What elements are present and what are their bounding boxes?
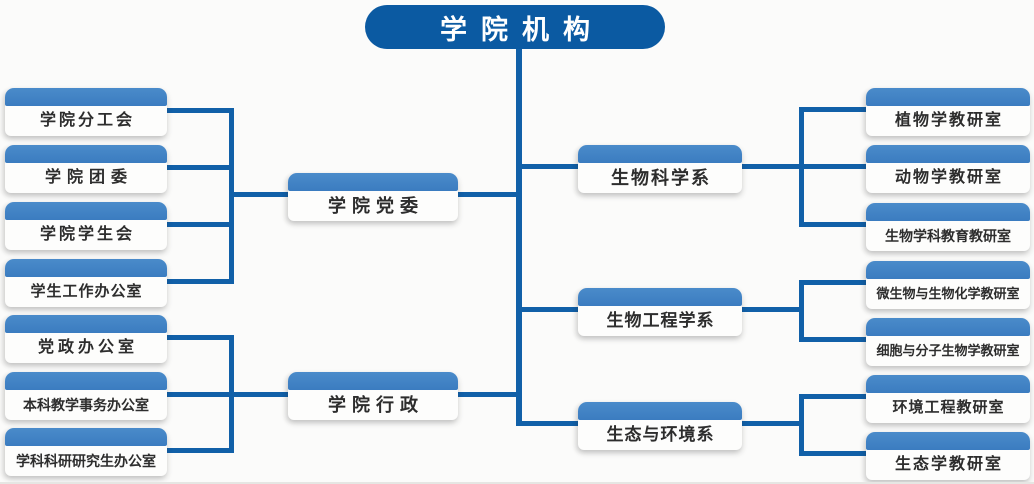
card-header-bar [866,261,1030,279]
card-header-bar [578,145,742,163]
leaf-node-student-affairs: 学生工作办公室 [5,259,167,307]
bracket-bio-engineering [799,280,804,342]
connector-research-office [164,448,234,453]
leaf-label: 本科教学事务办公室 [23,397,149,413]
leaf-node-teaching-office: 本科教学事务办公室 [5,372,167,420]
leaf-node-bio-education: 生物学科教育教研室 [866,203,1030,251]
branch-label: 生物科学系 [611,168,711,188]
branch-node-bio-science: 生物科学系 [578,145,742,193]
card-header-bar [288,372,458,390]
connector-zoology [799,164,868,169]
bracket-party [229,108,234,284]
card-header-bar [866,318,1030,336]
root-label: 学院机构 [440,14,604,45]
leaf-node-union: 学院分工会 [5,88,167,136]
branch-node-bio-engineering: 生物工程学系 [578,288,742,336]
leaf-label: 细胞与分子生物学教研室 [876,343,1020,358]
leaf-label: 环境工程教研室 [892,399,1005,416]
leaf-label: 学院学生会 [39,226,135,243]
leaf-node-env-engineering: 环境工程教研室 [866,375,1030,423]
leaf-label: 生物学科教育教研室 [885,228,1011,244]
branch-label: 学院行政 [328,395,424,415]
card-header-bar [5,428,167,446]
trunk-line [516,46,522,426]
leaf-label: 学生工作办公室 [30,283,143,300]
card-header-bar [578,402,742,420]
leaf-label: 微生物与生物化学教研室 [876,286,1020,301]
card-header-bar [5,259,167,277]
leaf-node-microbiology: 微生物与生物化学教研室 [866,261,1030,309]
leaf-node-research-office: 学科科研研究生办公室 [5,428,167,476]
root-node: 学院机构 [365,5,665,49]
leaf-node-ecology: 生态学教研室 [866,432,1030,480]
card-header-bar [5,145,167,163]
card-header-bar [866,145,1030,163]
leaf-node-zoology: 动物学教研室 [866,145,1030,193]
card-header-bar [866,432,1030,450]
connector-bio-education [799,222,868,227]
leaf-label: 学院分工会 [39,112,135,129]
card-header-bar [5,372,167,390]
leaf-node-student-union: 学院学生会 [5,202,167,250]
leaf-node-cell-biology: 细胞与分子生物学教研室 [866,318,1030,366]
leaf-label: 生态学教研室 [894,456,1003,473]
branch-label: 学院党委 [328,196,424,216]
leaf-label: 学科科研研究生办公室 [16,453,156,469]
leaf-label: 动物学教研室 [894,169,1003,186]
bracket-eco-environment [799,394,804,456]
connector-party-admin-office [164,335,234,340]
connector-union [164,108,234,113]
card-header-bar [578,288,742,306]
card-header-bar [866,203,1030,221]
card-header-bar [5,88,167,106]
connector-env-engineering [799,394,868,399]
leaf-node-party-admin-office: 党政办公室 [5,315,167,363]
connector-teaching-office [164,392,234,397]
card-header-bar [866,375,1030,393]
card-header-bar [5,202,167,220]
connector-student-union [164,222,234,227]
connector-cell-biology [799,337,868,342]
branch-node-eco-environment: 生态与环境系 [578,402,742,450]
connector-student-affairs [164,279,234,284]
branch-node-administration: 学院行政 [288,372,458,420]
connector-youth-league [164,165,234,170]
branch-label: 生物工程学系 [606,311,715,330]
leaf-label: 植物学教研室 [894,112,1003,129]
branch-label: 生态与环境系 [606,425,715,444]
connector-ecology [799,451,868,456]
branch-node-party-committee: 学院党委 [288,173,458,221]
card-header-bar [288,173,458,191]
connector-microbiology [799,280,868,285]
card-header-bar [5,315,167,333]
connector-botany [799,107,868,112]
leaf-node-botany: 植物学教研室 [866,88,1030,136]
leaf-label: 学院团委 [44,169,133,186]
leaf-node-youth-league: 学院团委 [5,145,167,193]
leaf-label: 党政办公室 [37,339,138,356]
card-header-bar [866,88,1030,106]
